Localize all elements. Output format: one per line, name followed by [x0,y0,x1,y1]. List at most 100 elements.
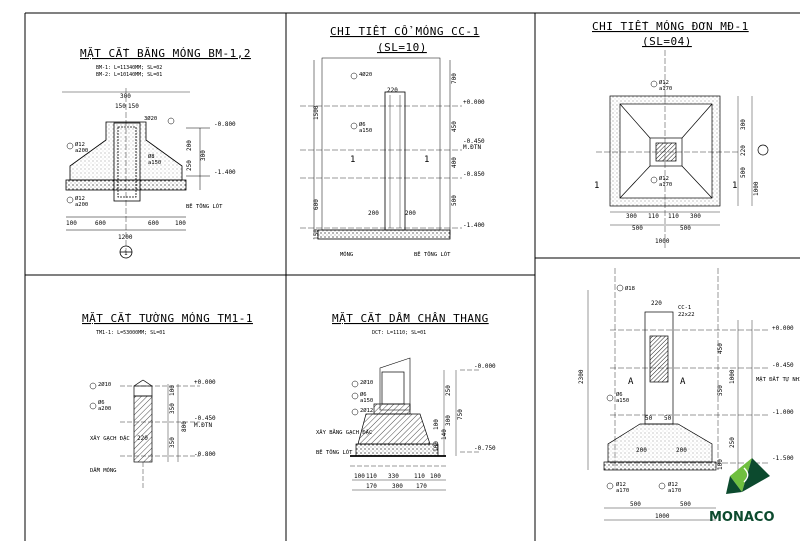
mdsec-d50b: 50 [664,415,672,422]
bm-tag4b: a200 [75,202,88,208]
mdsec-lvl2: -0.450 [772,362,794,369]
cc-sec-l: 1 [350,155,355,165]
md-w110: 110 [648,213,659,220]
dct-w100b: 100 [430,473,441,480]
mdsec-d50a: 50 [645,415,653,422]
md-title: CHI TIẾT MÓNG ĐƠN MĐ-1 [592,20,749,33]
md-scale: (SL=04) [642,35,692,48]
dct-v100: 100 [433,441,440,452]
dct-v300: 300 [445,415,452,426]
bm-be-tong: BÊ TÔNG LÓT [186,202,223,210]
bm-lvl2: -1.400 [214,169,236,176]
bm-v300: 300 [200,150,207,161]
tm-tag1: 2Ø10 [98,381,111,388]
bm-tag4: Ø12 [75,195,85,202]
cc-v700: 700 [451,73,458,84]
md-tag2b: a170 [659,182,672,188]
bm-sub1: BM-1: L=11340MM; SL=02 [96,65,162,71]
md-w110b: 110 [668,213,679,220]
md-h220: 220 [740,145,747,156]
mdsec-w200b: 200 [676,447,687,454]
bm-w600a: 600 [95,220,106,227]
tm-dam: DẦM MÓNG [90,467,117,474]
cc-mong: MÓNG [340,251,353,258]
dct-lvl1: -0.000 [474,363,496,370]
dct-v250: 250 [445,385,452,396]
md-h1000: 1000 [753,181,760,196]
cc-v500: 500 [451,195,458,206]
mdsec-v2300: 2300 [578,369,585,384]
dct-w170a: 170 [366,483,377,490]
bm-v200: 200 [186,140,193,151]
bm-title: MẶT CẮT BĂNG MÓNG BM-1,2 [80,47,251,60]
md-sec-l: 1 [594,181,599,191]
bm-tag2b: a200 [75,148,88,154]
mdsec-lvl1: +0.000 [772,325,794,332]
md-tag2: Ø12 [659,175,669,182]
dct-v140: 140 [441,429,448,440]
mdsec-v450: 450 [717,343,724,354]
cc-lvl4: -1.400 [463,222,485,229]
md-h300: 300 [740,119,747,130]
mdsec-cc-dim: 22x22 [678,312,695,318]
mdsec-v1000: 1000 [729,369,736,384]
cc-tag1: 4Ø20 [359,71,372,78]
cc-lvl2b: M.ĐTN [463,144,481,151]
mdsec-tag3: Ø12 [616,481,626,488]
dct-xay: XÂY BẰNG GẠCH ĐẶC [316,428,372,436]
cc-v600: 600 [313,199,320,210]
tm-xay: XÂY GẠCH ĐẶC [90,435,130,442]
cc-sec-r: 1 [424,155,429,165]
mdsec-lvl2b: MẶT ĐẤT TỰ NHIÊN [756,375,800,383]
bm-v250: 250 [186,160,193,171]
bm-sec: 1 [124,250,128,257]
mdsec-d220: 220 [651,300,662,307]
md-w300: 300 [626,213,637,220]
bm-w1200: 1200 [118,234,133,241]
tm-tag2b: a200 [98,406,111,412]
mdsec-tag2b: a150 [616,398,629,404]
panel-grid [24,12,800,541]
tm-v100: 100 [169,385,176,396]
dct-be-tong: BÊ TÔNG LÓT [316,448,353,456]
dct-tag2: Ø6 [360,391,367,398]
md-w1000: 1000 [655,238,670,245]
mdsec-lvl3: -1.000 [772,409,794,416]
dct-lvl2: -0.750 [474,445,496,452]
dct-title: MẶT CẮT DẦM CHÂN THANG [332,312,489,325]
tm-sub: TM1-1: L=53000MM; SL=01 [96,330,165,336]
panel-mong-don-plan: CHI TIẾT MÓNG ĐƠN MĐ-1 (SL=04) Ø12 a170 … [592,20,769,250]
mdsec-lvl4: -1.500 [772,455,794,462]
tm-title: MẶT CẮT TƯỜNG MÓNG TM1-1 [82,312,253,325]
bm-d-top: 300 [120,93,131,100]
mdsec-v550: 550 [717,385,724,396]
mdsec-tag2: Ø6 [616,391,623,398]
cc-be-tong: BÊ TÔNG LÓT [414,250,451,258]
md-tag1b: a170 [659,86,672,92]
cc-v150: 150 [313,229,320,240]
mdsec-secA2: A [680,377,686,387]
panel-bang-mong: MẶT CẮT BĂNG MÓNG BM-1,2 BM-1: L=11340MM… [62,47,251,259]
bm-tag2: Ø12 [75,141,85,148]
cc-scale: (SL=10) [377,41,427,54]
cc-w200b: 200 [405,210,416,217]
tm-wall-w: 220 [137,435,148,442]
md-sec-r: 1 [732,181,737,191]
tm-v800: 800 [181,421,188,432]
mdsec-tag4: Ø12 [668,481,678,488]
md-w500a: 500 [632,225,643,232]
md-tag1: Ø12 [659,79,669,86]
tm-tag2: Ø6 [98,399,105,406]
cc-v1500: 1500 [313,105,320,120]
cc-w200a: 200 [368,210,379,217]
cc-title: CHI TIẾT CỔ MÓNG CC-1 [330,25,480,38]
cc-lvl3: -0.850 [463,171,485,178]
mdsec-w1000: 1000 [655,513,670,520]
bm-sub2: BM-2: L=10140MM; SL=01 [96,72,162,78]
md-h500: 500 [740,167,747,178]
mdsec-tag4b: a170 [668,488,681,494]
bm-w100b: 100 [175,220,186,227]
tm-v350: 350 [169,403,176,414]
panel-tuong-mong: MẶT CẮT TƯỜNG MÓNG TM1-1 TM1-1: L=53000M… [82,312,253,490]
